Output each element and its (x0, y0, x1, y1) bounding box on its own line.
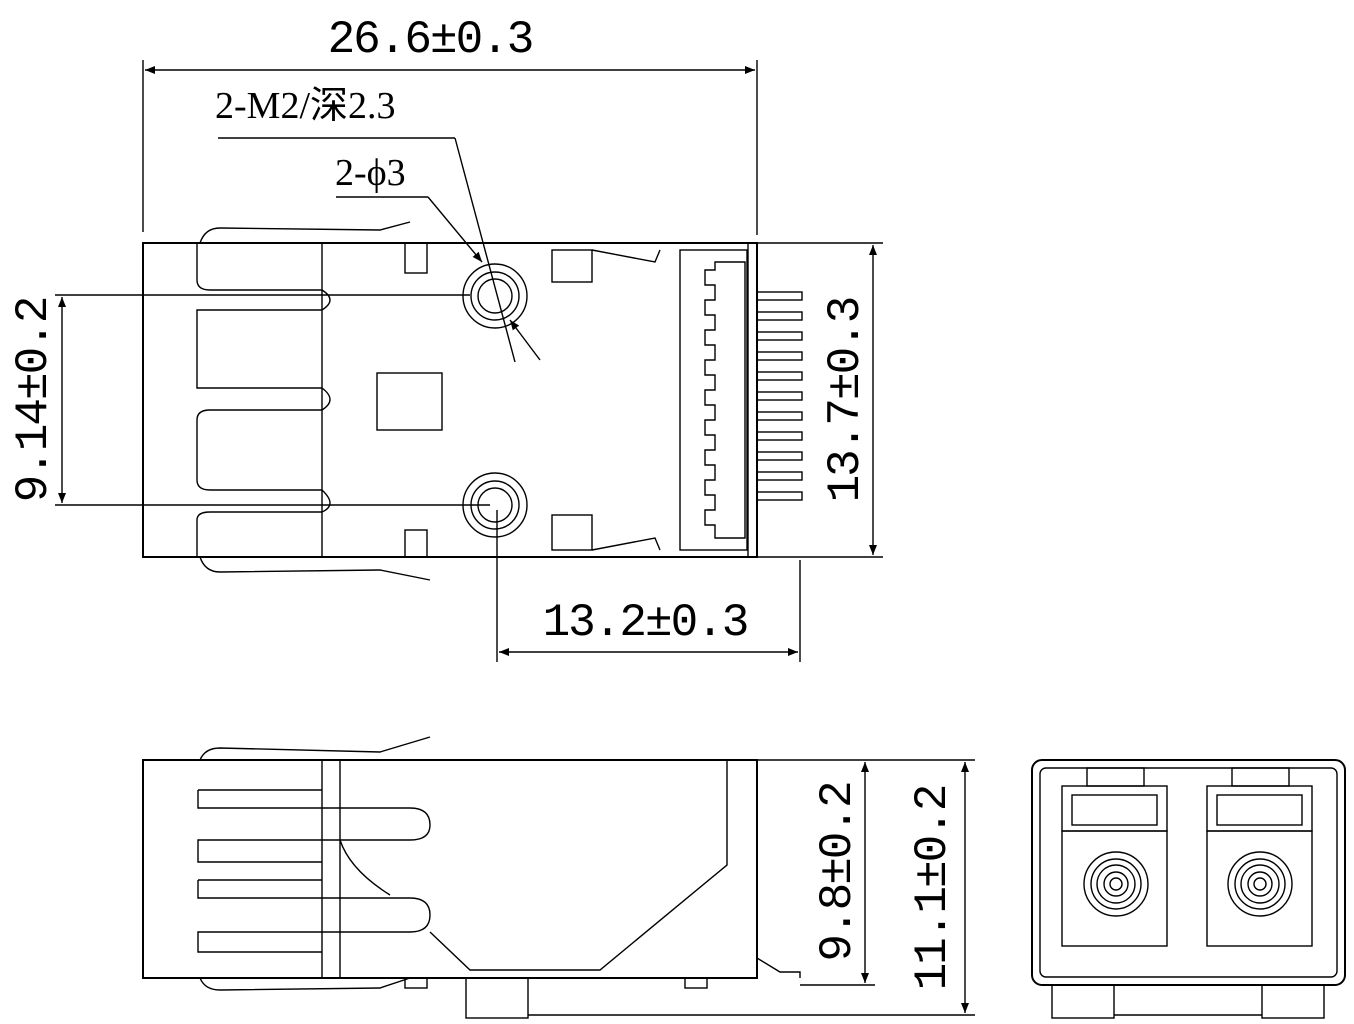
dimension-label: 11.1±0.2 (907, 786, 959, 991)
callout-threaded-holes: 2-M2/深2.3 (215, 85, 516, 363)
dimension-label: 9.14±0.2 (8, 298, 60, 503)
dimension-label: 26.6±0.3 (328, 14, 533, 66)
dimension-overall-length: 26.6±0.3 (142, 14, 758, 235)
callout-label: 2-ϕ3 (335, 152, 406, 194)
side-view (142, 736, 801, 1019)
dimension-overall-height: 11.1±0.2 (757, 762, 975, 1016)
dimension-label: 9.8±0.2 (812, 782, 864, 961)
dimension-label: 13.7±0.3 (820, 298, 872, 503)
callout-hole-diameter: 2-ϕ3 (335, 152, 541, 361)
lens-left (1083, 851, 1149, 917)
lens-right (1227, 851, 1293, 917)
dimension-hole-to-pin: 13.2±0.3 (496, 510, 801, 662)
callout-label: 2-M2/深2.3 (215, 85, 396, 127)
top-view (142, 221, 883, 581)
pins (756, 291, 803, 501)
front-view (1031, 759, 1346, 1019)
dimension-body-height: 9.8±0.2 (757, 759, 975, 986)
dimension-hole-spacing: 9.14±0.2 (8, 294, 490, 506)
mount-hole-top (462, 263, 528, 329)
dimension-label: 13.2±0.3 (543, 597, 748, 649)
dimension-overall-width: 13.7±0.3 (820, 245, 877, 555)
